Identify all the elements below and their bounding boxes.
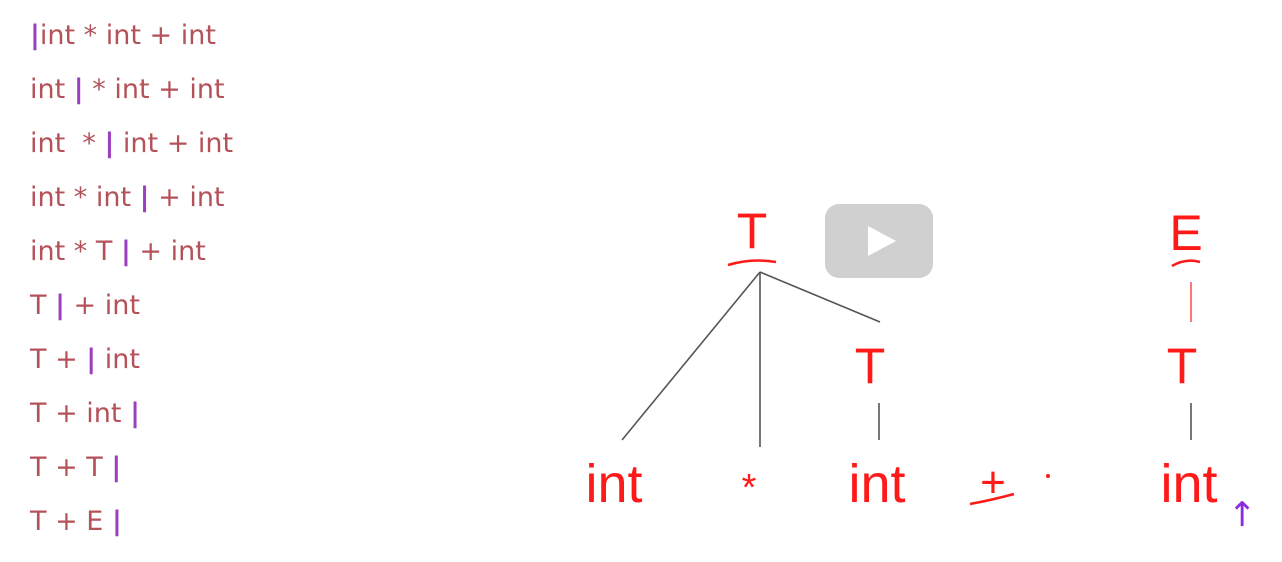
step-before-text: int * T <box>30 236 121 267</box>
step-after-text: + int <box>64 290 140 321</box>
up-arrow-icon: ↑ <box>1228 495 1257 535</box>
step-after-text: int + int <box>114 128 234 159</box>
edge-t-t <box>759 271 881 323</box>
step-divider: | <box>86 344 97 375</box>
node-e-top: E <box>1169 205 1202 261</box>
edge-t-int <box>621 271 761 441</box>
step-divider: | <box>55 290 65 321</box>
parse-step-row: T + E | <box>30 500 233 554</box>
step-before-text: T + E <box>30 506 112 537</box>
parse-step-row: T + int | <box>30 392 233 446</box>
node-t-mid: T <box>855 338 886 394</box>
leaf-int-2: int <box>848 454 905 514</box>
step-before-text: T <box>30 290 56 321</box>
step-after-text: int <box>96 344 140 375</box>
leaf-int-3: int <box>1160 454 1217 514</box>
parse-step-row: int * | int + int <box>30 122 233 176</box>
node-t-top: T <box>737 203 768 259</box>
step-divider: | <box>120 236 131 267</box>
step-divider: | <box>111 452 122 483</box>
step-divider: | <box>104 128 115 159</box>
step-after-text: int * int + int <box>39 20 216 51</box>
step-after-text: + int <box>130 236 206 267</box>
step-before-text: T + <box>30 344 87 375</box>
parse-step-row: |int * int + int <box>30 14 233 68</box>
step-divider: | <box>139 182 150 213</box>
stray-dot <box>1046 474 1050 478</box>
step-divider: | <box>73 74 84 105</box>
node-t-right: T <box>1167 338 1198 394</box>
parse-step-row: int | * int + int <box>30 68 233 122</box>
reduction-mark-plus <box>969 492 1015 506</box>
reduction-mark-e <box>1171 259 1201 268</box>
leaf-int-1: int <box>585 454 642 514</box>
step-divider: | <box>130 398 140 429</box>
parse-step-row: T + T | <box>30 446 233 500</box>
step-before-text: T + T <box>30 452 112 483</box>
step-after-text: + int <box>149 182 225 213</box>
step-before-text: int * <box>30 128 105 159</box>
step-after-text: * int + int <box>83 74 225 105</box>
reduction-mark-t <box>727 259 777 267</box>
step-before-text: int * int <box>30 182 140 213</box>
parse-step-row: T | + int <box>30 284 233 338</box>
leaf-star: * <box>742 467 757 509</box>
leaf-plus: + <box>980 458 1006 507</box>
video-play-button[interactable] <box>825 204 933 278</box>
step-divider: | <box>111 506 122 537</box>
step-before-text: int <box>30 74 74 105</box>
parse-step-row: T + | int <box>30 338 233 392</box>
step-divider: | <box>30 20 40 51</box>
parse-step-row: int * int | + int <box>30 176 233 230</box>
parse-step-row: int * T | + int <box>30 230 233 284</box>
step-before-text: T + int <box>30 398 131 429</box>
play-icon <box>868 226 896 256</box>
